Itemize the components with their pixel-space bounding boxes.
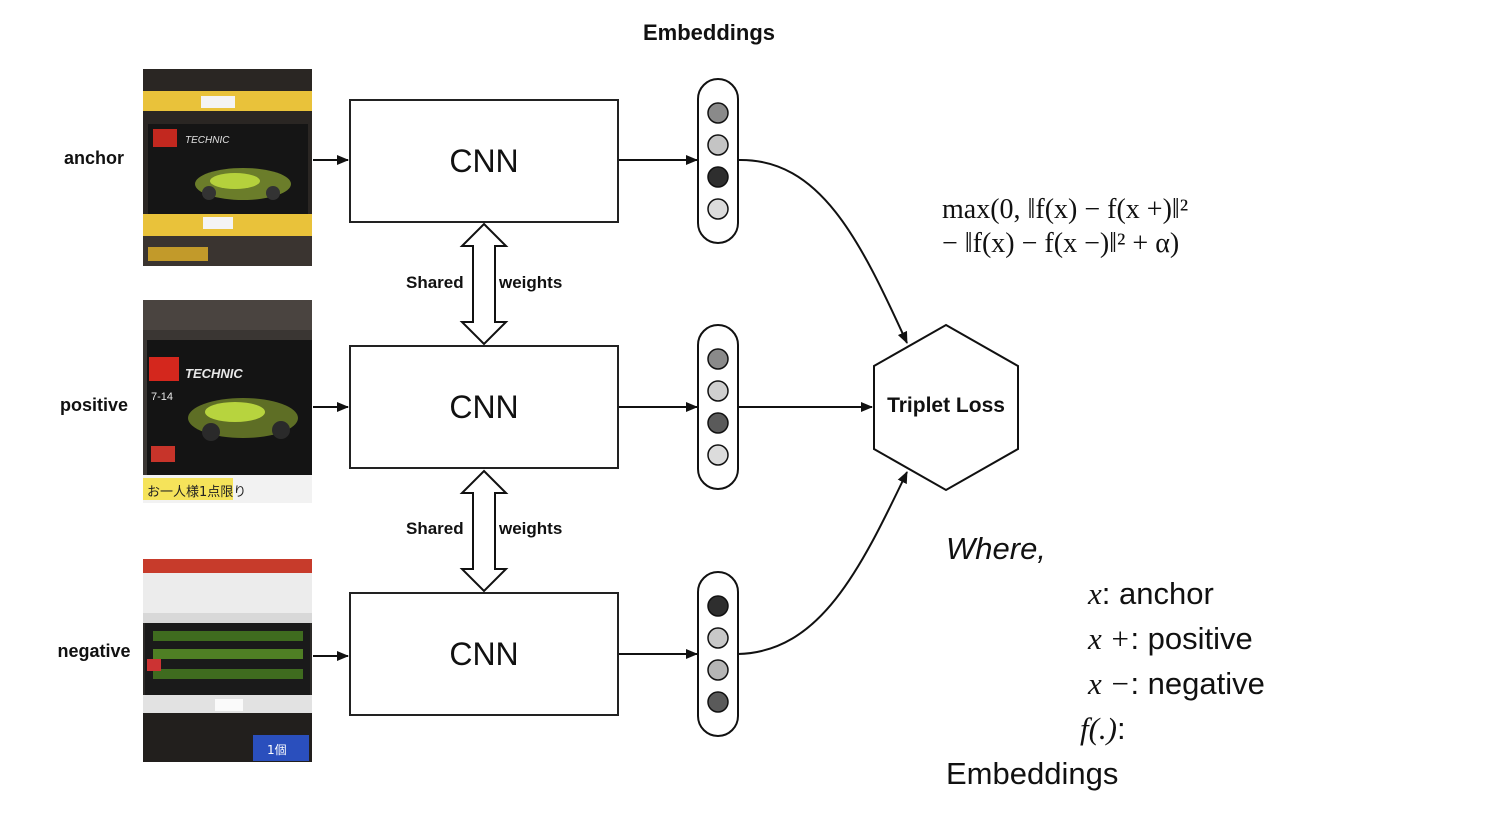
cnn-box-negative: CNN	[349, 592, 619, 716]
positive-shelf-label: お一人様1点限り	[147, 485, 246, 500]
embedding-cell	[707, 348, 729, 370]
definition-symbol: x −	[1088, 666, 1131, 701]
weights-label: weights	[499, 519, 563, 538]
definition-positive: x +: positive	[1088, 621, 1253, 657]
definition-symbol: x	[1088, 576, 1102, 611]
loss-formula-line-1: max(0, ‖f(x) − f(x +)‖²	[942, 194, 1189, 225]
embedding-vector	[697, 78, 739, 244]
positive-box-text: TECHNIC	[185, 366, 243, 381]
embedding-vector	[697, 324, 739, 490]
embedding-cell	[707, 102, 729, 124]
embeddings-title: Embeddings	[643, 20, 776, 45]
definition-symbol: f(.)	[1080, 711, 1118, 746]
anchor-label: anchor	[63, 148, 124, 168]
definition-symbol: x +	[1088, 621, 1131, 656]
weights-label: weights	[499, 273, 563, 292]
definition-text: : anchor	[1101, 576, 1214, 611]
embedding-cell	[707, 444, 729, 466]
definition-text: :	[1117, 711, 1126, 746]
cnn-label: CNN	[449, 142, 519, 179]
cnn-label: CNN	[449, 388, 519, 425]
triplet-loss-hexagon	[873, 323, 1019, 492]
embedding-cell	[707, 380, 729, 402]
negative-price-tag: 1個	[267, 743, 287, 757]
definition-text: : negative	[1130, 666, 1265, 701]
arrow-negative-embedding-to-loss	[737, 471, 908, 655]
cnn-box-positive: CNN	[349, 345, 619, 469]
anchor-box-text: TECHNIC	[185, 135, 230, 146]
shared-label: Shared	[406, 519, 464, 538]
definition-negative: x −: negative	[1088, 666, 1265, 702]
negative-label: negative	[57, 641, 131, 661]
definition-anchor: x: anchor	[1088, 576, 1214, 612]
negative-photo: 1個	[143, 559, 312, 762]
embedding-cell	[707, 627, 729, 649]
embedding-cell	[707, 134, 729, 156]
embedding-vector	[697, 571, 739, 737]
definition-function-meaning: Embeddings	[946, 756, 1119, 791]
positive-photo: TECHNIC 7-14 お一人様1点限り	[143, 300, 312, 503]
arrow-anchor-embedding-to-loss	[737, 158, 908, 344]
embedding-cell	[707, 691, 729, 713]
embedding-cell	[707, 412, 729, 434]
definition-function: f(.):	[1080, 711, 1126, 747]
positive-label: positive	[59, 395, 129, 415]
definition-text: : positive	[1130, 621, 1253, 656]
shared-label: Shared	[406, 273, 464, 292]
triplet-loss-label: Triplet Loss	[887, 394, 1005, 417]
cnn-label: CNN	[449, 635, 519, 672]
anchor-photo: TECHNIC	[143, 69, 312, 266]
embedding-cell	[707, 595, 729, 617]
embedding-cell	[707, 659, 729, 681]
embedding-cell	[707, 198, 729, 220]
where-label: Where,	[946, 531, 1046, 566]
positive-age-text: 7-14	[151, 391, 173, 403]
cnn-box-anchor: CNN	[349, 99, 619, 223]
shared-weights-arrow	[459, 222, 509, 346]
loss-formula-line-2: − ‖f(x) − f(x −)‖² + α)	[942, 228, 1180, 259]
embedding-cell	[707, 166, 729, 188]
shared-weights-arrow	[459, 469, 509, 593]
